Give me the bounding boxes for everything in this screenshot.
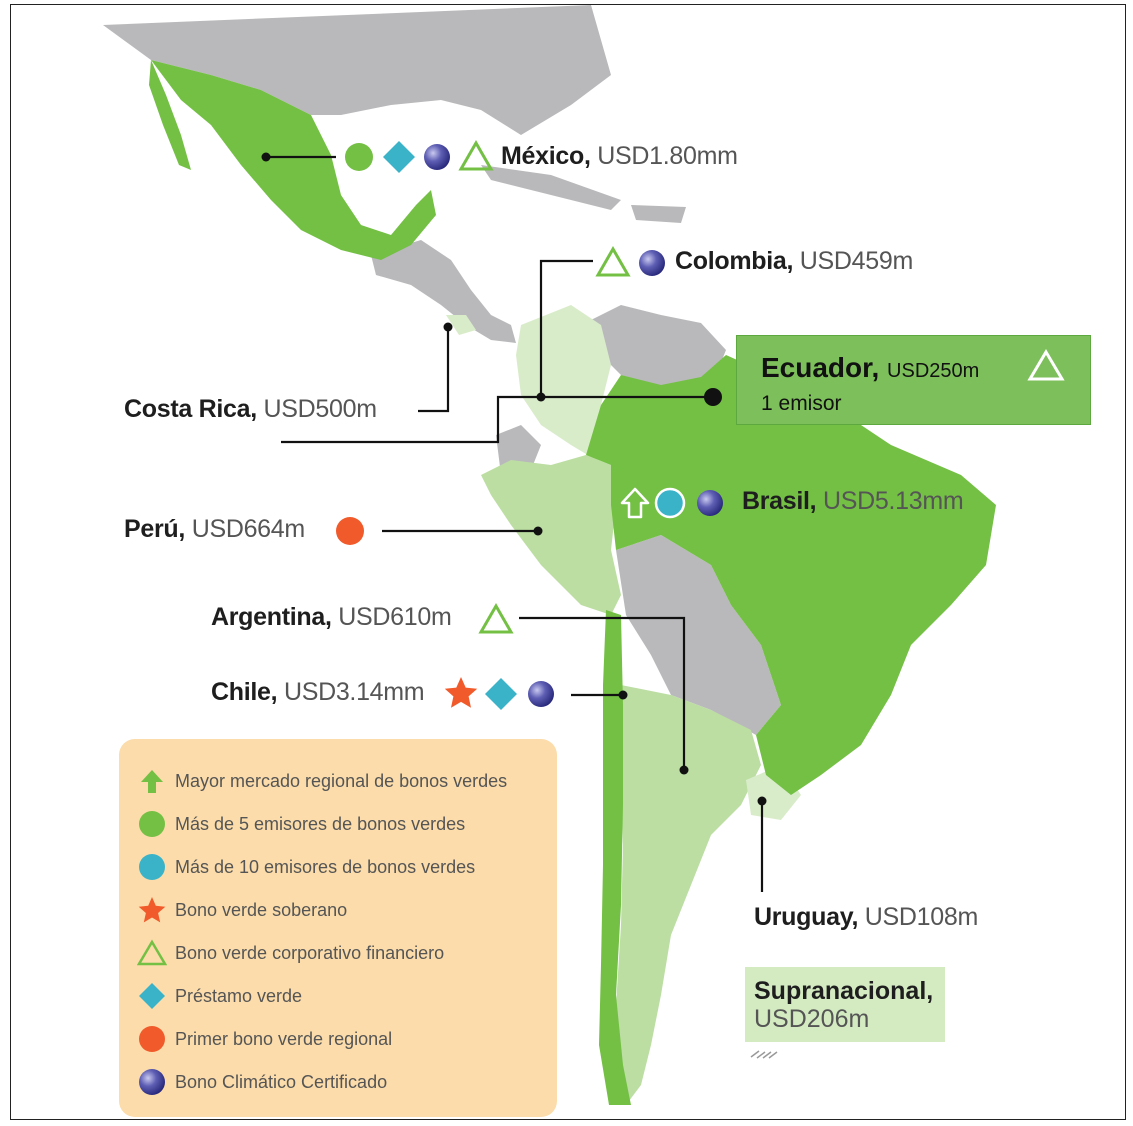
- publisher-mark-icon: [750, 1050, 778, 1059]
- ecuador-name: Ecuador,: [761, 352, 880, 383]
- sphere-icon: [697, 490, 723, 516]
- uruguay-label: Uruguay, USD108m: [754, 903, 978, 932]
- chile-land: [599, 610, 631, 1105]
- peru-amount: USD664m: [191, 515, 306, 543]
- ecuador-amount: USD250m: [887, 360, 980, 382]
- argentina-label: Argentina, USD610m: [211, 603, 452, 632]
- chile-label: Chile, USD3.14mm: [211, 678, 425, 707]
- colombia-name: Colombia,: [675, 247, 794, 275]
- costa-rica-label: Costa Rica, USD500m: [124, 395, 377, 424]
- brasil-label: Brasil, USD5.13mm: [742, 487, 964, 516]
- peru-label: Perú, USD664m: [124, 515, 305, 544]
- arrow-up-icon: [141, 770, 163, 793]
- legend-label: Préstamo verde: [175, 985, 303, 1006]
- diamond-icon: [485, 678, 517, 710]
- legend-label: Mayor mercado regional de bonos verdes: [175, 770, 508, 791]
- latin-america-map: [103, 5, 996, 1105]
- hispaniola-land: [631, 205, 686, 223]
- central-america-land: [371, 240, 516, 343]
- mexico-name: México,: [501, 142, 591, 170]
- teal-circle-icon: [139, 854, 165, 880]
- peru-land: [481, 455, 621, 615]
- peru-name: Perú,: [124, 515, 186, 543]
- brasil-amount: USD5.13mm: [823, 487, 964, 515]
- mexico-land: [151, 60, 436, 260]
- brasil-land: [586, 355, 996, 795]
- star-icon: [444, 677, 478, 708]
- legend-label: Bono verde corporativo financiero: [175, 942, 445, 963]
- green-circle-icon: [345, 143, 373, 171]
- map-frame: México, USD1.80mm Colombia, USD459m Cost…: [10, 4, 1126, 1120]
- triangle-outline-icon: [137, 939, 167, 966]
- triangle-outline-icon: [478, 602, 514, 634]
- costa-rica-land: [446, 315, 476, 335]
- sphere-icon: [639, 250, 665, 276]
- argentina-land: [611, 685, 761, 1105]
- brasil-name: Brasil,: [742, 487, 817, 515]
- diamond-icon: [383, 141, 415, 173]
- argentina-amount: USD610m: [338, 603, 452, 631]
- uruguay-name: Uruguay,: [754, 903, 859, 931]
- orange-circle-icon: [336, 517, 364, 545]
- mexico-amount: USD1.80mm: [597, 142, 738, 170]
- costa-rica-name: Costa Rica,: [124, 395, 257, 423]
- legend-label: Bono Climático Certificado: [175, 1071, 388, 1092]
- triangle-outline-icon: [1027, 349, 1065, 381]
- green-circle-icon: [139, 811, 165, 837]
- teal-circle-icon: [654, 487, 686, 519]
- supranational-name: Supranacional,: [754, 977, 934, 1005]
- argentina-name: Argentina,: [211, 603, 332, 631]
- diamond-icon: [139, 983, 165, 1009]
- ecuador-callout: Ecuador, USD250m 1 emisor: [736, 335, 1091, 425]
- legend-item: Mayor mercado regional de bonos verdes: [137, 761, 507, 801]
- usa-land: [103, 5, 611, 135]
- legend-item: Primer bono verde regional: [137, 1019, 392, 1059]
- triangle-outline-icon: [595, 245, 631, 277]
- sphere-icon: [528, 681, 554, 707]
- venezuela-land: [581, 305, 726, 390]
- costa-rica-amount: USD500m: [263, 395, 378, 423]
- uruguay-amount: USD108m: [864, 903, 979, 931]
- colombia-land: [516, 305, 611, 460]
- legend-label: Primer bono verde regional: [175, 1028, 393, 1049]
- legend-item: Más de 10 emisores de bonos verdes: [137, 847, 475, 887]
- leader-lines: [266, 155, 764, 892]
- triangle-outline-icon: [458, 139, 494, 171]
- legend-label: Más de 5 emisores de bonos verdes: [175, 813, 466, 834]
- star-icon: [138, 897, 166, 923]
- chile-amount: USD3.14mm: [283, 678, 425, 706]
- ecuador-note: 1 emisor: [761, 392, 842, 415]
- arrow-up-icon: [620, 487, 650, 519]
- baja-california-land: [149, 60, 191, 170]
- legend-item: Bono Climático Certificado: [137, 1062, 387, 1102]
- supranational-box: Supranacional, USD206m: [745, 967, 945, 1042]
- supranational-amount: USD206m: [754, 1005, 870, 1033]
- colombia-label: Colombia, USD459m: [675, 247, 913, 276]
- legend-item: Más de 5 emisores de bonos verdes: [137, 804, 465, 844]
- orange-circle-icon: [139, 1026, 165, 1052]
- bolivia-land: [616, 535, 781, 735]
- legend-label: Bono verde soberano: [175, 899, 348, 920]
- sphere-icon: [424, 144, 450, 170]
- legend-label: Más de 10 emisores de bonos verdes: [175, 856, 476, 877]
- cuba-land: [481, 165, 621, 210]
- chile-name: Chile,: [211, 678, 278, 706]
- ecuador-title: Ecuador, USD250m: [761, 352, 979, 384]
- legend-item: Bono verde corporativo financiero: [137, 933, 444, 973]
- legend-item: Préstamo verde: [137, 976, 302, 1016]
- mexico-label: México, USD1.80mm: [501, 142, 738, 171]
- legend: Mayor mercado regional de bonos verdes M…: [119, 739, 557, 1117]
- colombia-amount: USD459m: [799, 247, 914, 275]
- location-dots: [261, 152, 767, 806]
- sphere-icon: [139, 1069, 165, 1095]
- legend-item: Bono verde soberano: [137, 890, 347, 930]
